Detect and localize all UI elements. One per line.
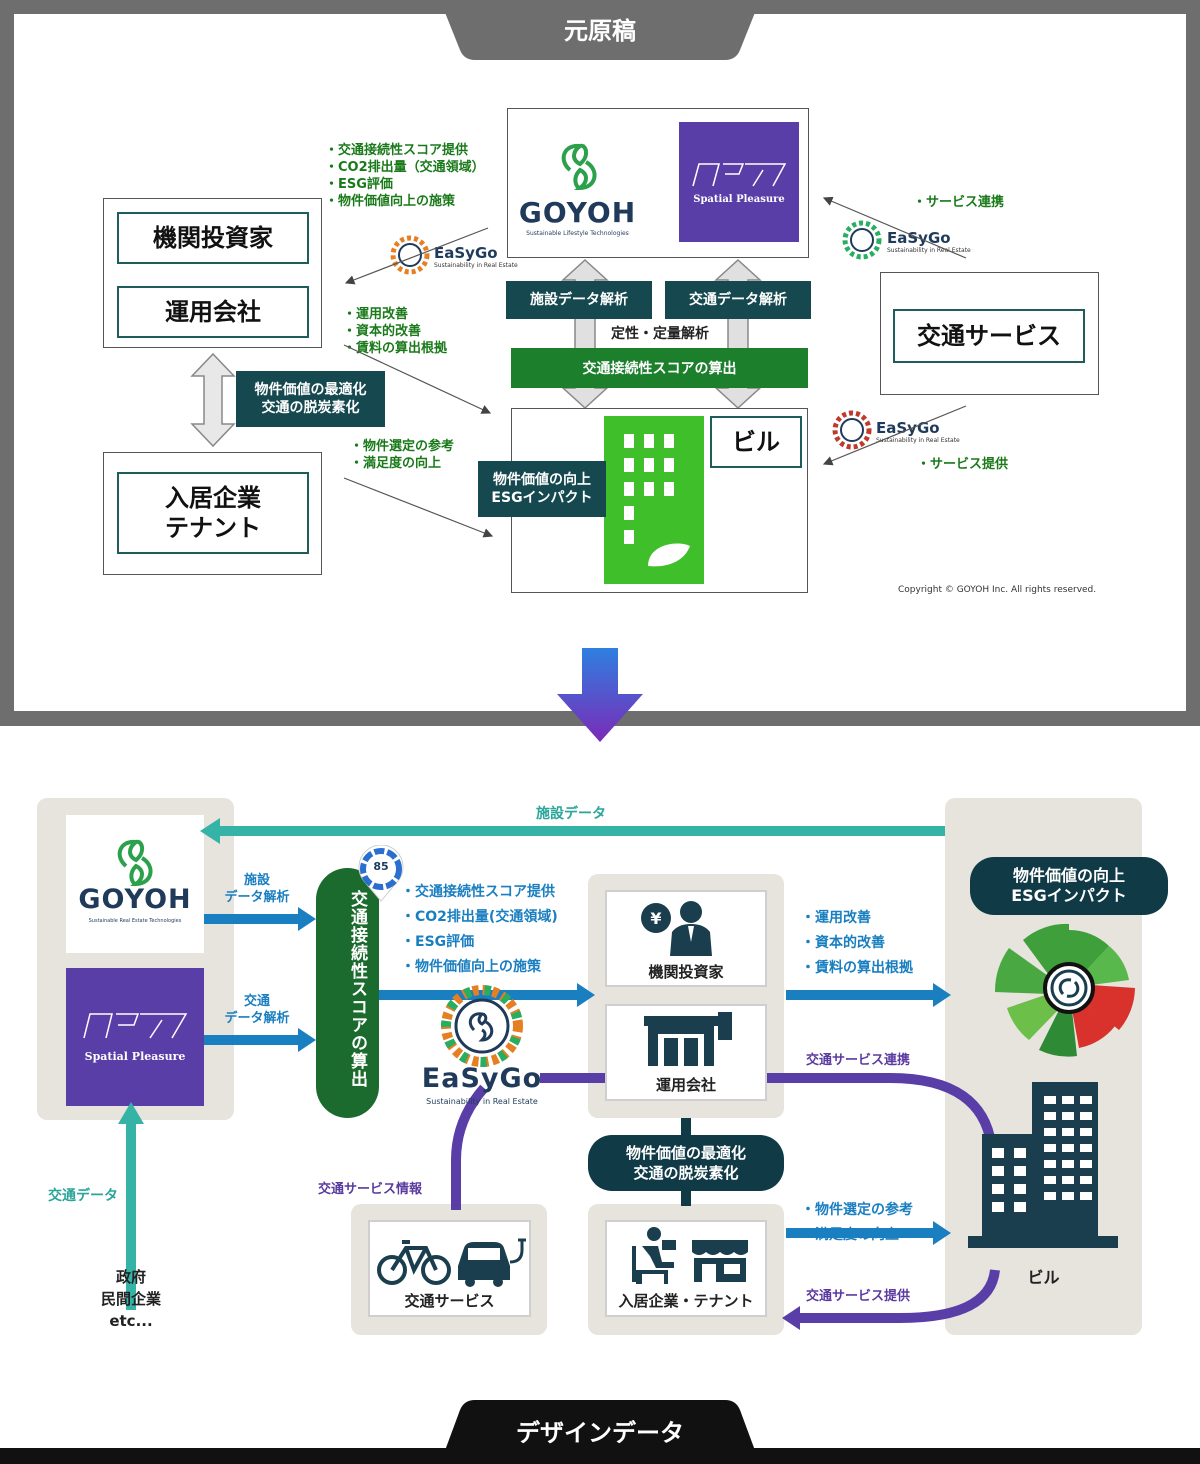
- tenant-label: 入居企業 テナント: [117, 472, 309, 554]
- easygo-tagline: Sustainability in Real Estate: [434, 262, 518, 269]
- service-provide-label: ・サービス提供: [917, 457, 1009, 472]
- service-link-label: ・サービス連携: [913, 195, 1005, 210]
- transport-analysis-label: 交通データ解析: [665, 281, 811, 319]
- esg-impact-chart-icon: [994, 923, 1135, 1057]
- transport-service-label: 交通サービス: [404, 1292, 495, 1310]
- optimize-label: 物件価値の最適化 交通の脱炭素化: [588, 1135, 784, 1191]
- easygo-mark-icon: [441, 985, 523, 1067]
- building-label: ビル: [710, 416, 802, 468]
- transport-info-label: 交通サービス情報: [318, 1182, 423, 1197]
- easygo-logo: EaSyGo: [421, 1063, 543, 1094]
- institutional-investor-label: 機関投資家: [117, 212, 309, 264]
- value-up-label: 物件価値の向上 ESGインパクト: [970, 857, 1168, 915]
- transform-arrow-icon: [557, 648, 643, 742]
- footer-bar: [0, 1448, 1200, 1464]
- transport-analysis-label: 交通 データ解析: [224, 994, 290, 1026]
- facility-data-label: 施設データ: [536, 806, 606, 822]
- easygo-tagline: Sustainability in Real Estate: [876, 437, 960, 444]
- tenant-office-shop-icon: [632, 1227, 748, 1284]
- goyoh-leaf-icon: [561, 143, 597, 191]
- score-calc-bar: 交通接続性スコアの算出: [511, 348, 808, 388]
- goyoh-logo: GOYOH: [78, 884, 192, 915]
- header-design-label: デザインデータ: [516, 1419, 684, 1447]
- header-tab-shape: [440, 0, 760, 60]
- transport-service-label: 交通サービス: [893, 309, 1085, 363]
- easygo-logo: EaSyGo: [434, 244, 498, 262]
- institutional-investor-label: 機関投資家: [648, 963, 724, 981]
- asset-manager-label: 運用会社: [117, 286, 309, 338]
- service-link-label: 交通サービス連携: [806, 1053, 911, 1068]
- bidirectional-arrow-icon: [190, 352, 236, 448]
- easygo-tagline: Sustainability in Real Estate: [426, 1097, 538, 1106]
- tenant-benefits-list: ・物件選定の参考 ・満足度の向上: [350, 439, 455, 471]
- facility-analysis-label: 施設データ解析: [506, 281, 652, 319]
- copyright-text: Copyright © GOYOH Inc. All rights reserv…: [898, 585, 1097, 595]
- spatial-pleasure-logo-box: [66, 968, 204, 1106]
- spatial-pleasure-logo: Spatial Pleasure: [84, 1050, 186, 1063]
- building-icon: [604, 416, 704, 584]
- score-badge-value: 85: [373, 860, 389, 873]
- header-original-label: 元原稿: [564, 17, 636, 45]
- qual-quant-label: 定性・定量解析: [611, 326, 709, 342]
- optimize-label: 物件価値の最適化 交通の脱炭素化: [236, 371, 385, 427]
- goyoh-deliverables-list: ・交通接続性スコア提供 ・CO2排出量(交通領域) ・ESG評価 ・物件価値向上…: [401, 884, 558, 975]
- transport-data-label: 交通データ: [48, 1188, 118, 1204]
- score-calc-pill: [316, 868, 379, 1118]
- service-provide-label: 交通サービス提供: [806, 1289, 911, 1304]
- easygo-mark-icon: [832, 410, 872, 450]
- asset-manager-label: 運用会社: [655, 1076, 716, 1094]
- investor-benefits-list: ・運用改善 ・資本的改善 ・賃料の算出根拠: [343, 307, 448, 356]
- score-pin-icon: [358, 845, 404, 902]
- score-calc-label: 交通接続性スコアの算出: [347, 890, 367, 1088]
- building-icon: [968, 1082, 1118, 1248]
- goyoh-leaf-icon: [117, 839, 153, 887]
- easygo-mark-icon: [842, 220, 882, 260]
- office-building-icon: [644, 1012, 732, 1066]
- spatial-pleasure-logo-box: [679, 122, 799, 242]
- goyoh-deliverables-list: ・交通接続性スコア提供 ・CO2排出量（交通領域） ・ESG評価 ・物件価値向上…: [325, 143, 485, 209]
- building-label: ビル: [1027, 1268, 1060, 1287]
- spatial-pleasure-logo: Spatial Pleasure: [693, 194, 785, 205]
- bicycle-car-icon: [377, 1238, 526, 1287]
- investor-benefits-list: ・運用改善 ・資本的改善 ・賃料の算出根拠: [801, 910, 913, 976]
- spatial-pleasure-mark-icon: [83, 1013, 188, 1039]
- tenant-benefits-list: ・物件選定の参考 ・満足度の向上: [801, 1202, 913, 1243]
- data-sources-label: 政府 民間企業 etc...: [100, 1268, 161, 1330]
- easygo-tagline: Sustainability in Real Estate: [887, 247, 971, 254]
- svg-text:¥: ¥: [650, 909, 661, 928]
- goyoh-tagline: Sustainable Lifestyle Technologies: [526, 230, 629, 237]
- value-up-label: 物件価値の向上 ESGインパクト: [478, 461, 606, 517]
- design-connector-arrows: [118, 818, 1000, 1330]
- goyoh-tagline: Sustainable Real Estate Technologies: [88, 918, 182, 924]
- spatial-pleasure-mark-icon: [692, 163, 787, 187]
- investor-person-icon: ¥: [641, 901, 712, 956]
- tenant-label: 入居企業・テナント: [618, 1292, 754, 1310]
- original-connector-arrows: [343, 196, 967, 538]
- goyoh-logo: GOYOH: [518, 196, 637, 229]
- facility-analysis-label: 施設 データ解析: [224, 873, 290, 905]
